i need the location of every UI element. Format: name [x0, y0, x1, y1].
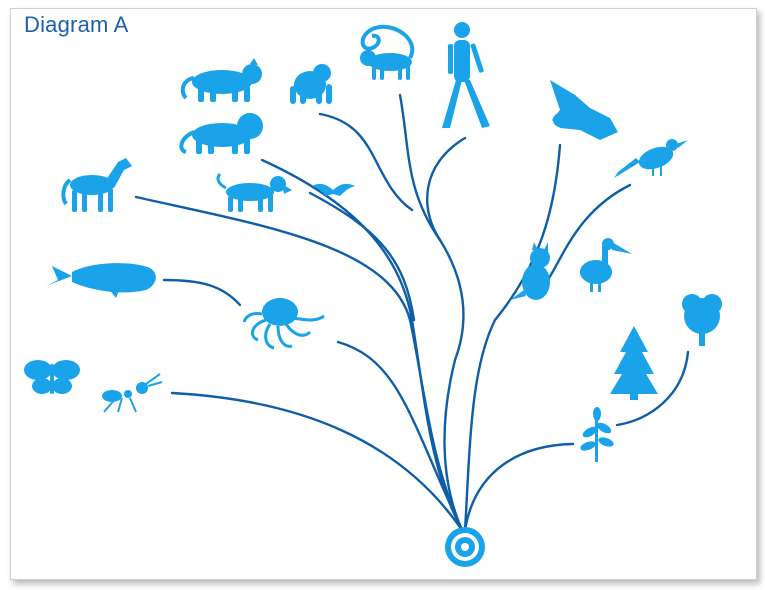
branch-monkey — [398, 93, 442, 242]
branch-plants — [463, 442, 575, 532]
branch-horse — [134, 195, 464, 532]
human-icon — [442, 22, 490, 128]
lion-icon — [179, 113, 263, 154]
butterfly-icon — [24, 360, 80, 394]
pelican-icon — [580, 238, 632, 292]
horse-icon — [61, 158, 132, 212]
monkey-icon — [360, 24, 415, 80]
deciduous-tree-icon — [682, 294, 722, 346]
diagram-frame — [10, 8, 757, 580]
songbird-icon — [614, 139, 688, 178]
seedling-icon — [580, 407, 614, 462]
branch-bat — [308, 191, 416, 322]
branch-deciduous — [615, 350, 690, 427]
owl-icon — [510, 242, 550, 300]
bat-icon — [312, 183, 355, 196]
tiger-icon — [180, 58, 262, 102]
octopus-icon — [242, 298, 325, 350]
branch-eagle — [463, 143, 562, 532]
common-ancestor-cell-icon — [445, 527, 485, 567]
dog-icon — [216, 172, 292, 212]
chimpanzee-icon — [290, 64, 332, 104]
branches — [134, 93, 690, 532]
branch-ant — [170, 391, 464, 532]
branch-whale-octopus — [162, 278, 242, 307]
ant-icon — [102, 373, 163, 413]
whale-icon — [46, 263, 156, 298]
branch-lion — [260, 158, 464, 532]
branch-chimp — [318, 112, 414, 212]
branch-human — [426, 136, 467, 532]
diagram-title: Diagram A — [24, 12, 129, 37]
conifer-tree-icon — [610, 326, 658, 400]
eagle-icon — [550, 80, 618, 140]
